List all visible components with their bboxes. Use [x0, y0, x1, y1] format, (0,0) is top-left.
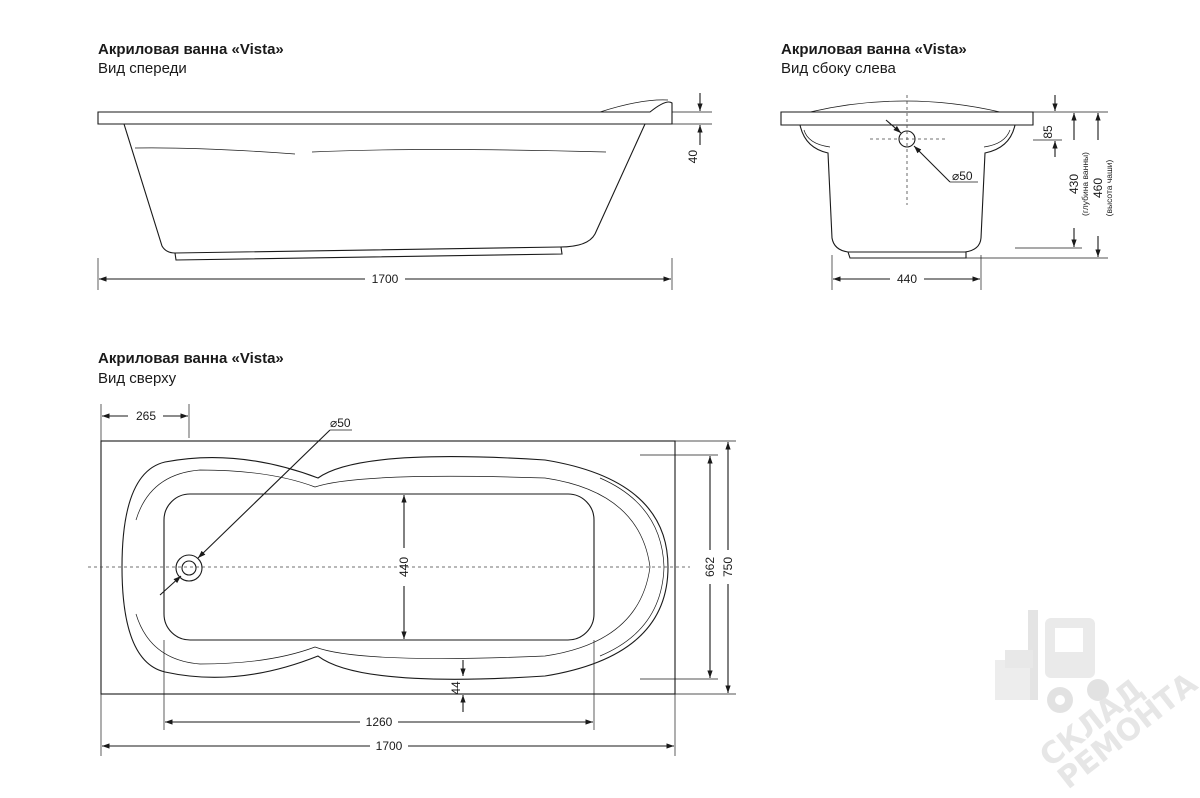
- top-drain-offset-dim: 265: [136, 409, 156, 423]
- top-outline: [100, 440, 676, 695]
- top-drain-dim: ⌀50: [330, 416, 351, 430]
- side-height-dim: 460: [1091, 178, 1105, 198]
- front-rim-dim: 40: [686, 150, 700, 164]
- side-view-subtitle: Вид сбоку слева: [781, 60, 896, 77]
- top-inner-width-dim: 440: [397, 557, 411, 577]
- side-depth-dim: 430: [1067, 174, 1081, 194]
- top-inner-length-dim: 1260: [366, 715, 393, 729]
- top-view-title: Акриловая ванна «Vista»: [98, 350, 284, 367]
- top-overall-length-dim: 1700: [376, 739, 403, 753]
- side-drain-dim: ⌀50: [952, 169, 973, 183]
- side-rim-dim: 85: [1041, 125, 1055, 139]
- side-height-note: (высота чаши): [1104, 159, 1114, 216]
- front-view-title: Акриловая ванна «Vista»: [98, 41, 284, 58]
- top-view-subtitle: Вид сверху: [98, 370, 177, 387]
- top-view-drawing: ⌀50 265 440 44 1260 1700 662: [88, 404, 736, 756]
- side-width-dim: 440: [897, 272, 917, 286]
- top-step-dim: 44: [449, 681, 463, 695]
- top-width-dim: 750: [721, 557, 735, 577]
- front-length-dim: 1700: [372, 272, 399, 286]
- side-view-drawing: ⌀50 440 85 430 (глубина ванны) 460 (высо…: [780, 95, 1114, 290]
- front-view-subtitle: Вид спереди: [98, 60, 187, 77]
- front-view-drawing: 40 1700: [97, 93, 712, 290]
- watermark: СКЛАД РЕМОНТА: [995, 610, 1200, 796]
- forklift-icon: [995, 610, 1109, 713]
- side-view-title: Акриловая ванна «Vista»: [781, 41, 967, 58]
- top-width-inner-dim: 662: [703, 557, 717, 577]
- side-depth-note: (глубина ванны): [1080, 152, 1090, 216]
